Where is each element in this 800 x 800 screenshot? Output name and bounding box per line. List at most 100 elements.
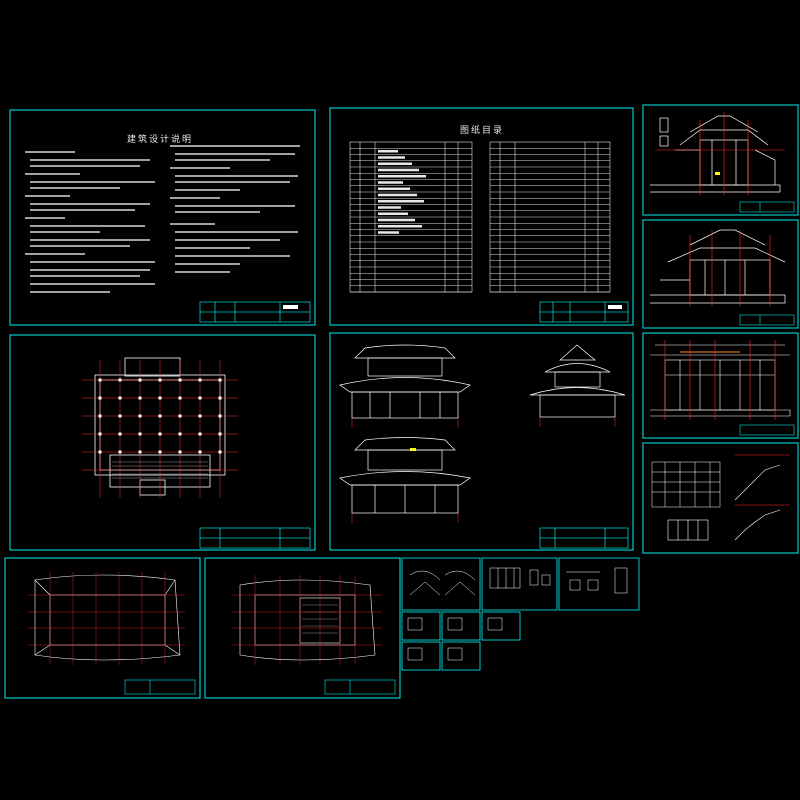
column	[138, 378, 142, 382]
roof-plan-grid	[28, 572, 185, 665]
column	[158, 450, 162, 454]
column	[178, 396, 182, 400]
column	[158, 378, 162, 382]
detail-sheet-f	[481, 611, 521, 641]
detail-sheet-e	[441, 611, 481, 641]
plan-hatch	[112, 461, 208, 479]
index-entry	[378, 231, 399, 234]
column	[198, 378, 202, 382]
column	[218, 432, 222, 436]
column	[98, 432, 102, 436]
index-entry	[378, 218, 415, 222]
index-table-right	[489, 141, 611, 293]
column	[178, 414, 182, 418]
sheet-section-1[interactable]	[642, 104, 799, 216]
roof-plan-drawing	[34, 574, 181, 661]
title-block	[739, 424, 795, 436]
index-entry	[378, 156, 405, 159]
index-entry	[378, 212, 408, 215]
column	[98, 414, 102, 418]
index-entries	[378, 150, 426, 234]
column	[198, 450, 202, 454]
sheet-elevations[interactable]	[329, 332, 634, 551]
title-block	[739, 314, 795, 326]
index-entry	[378, 187, 410, 190]
title-block	[739, 201, 795, 213]
elevation-axes	[351, 417, 616, 523]
sheet-longitudinal-section[interactable]	[642, 332, 799, 439]
column	[178, 450, 182, 454]
marker	[410, 448, 416, 451]
rear-elevation	[339, 437, 471, 514]
column	[118, 414, 122, 418]
column	[218, 396, 222, 400]
detail-sheet-d	[401, 611, 441, 641]
column	[118, 378, 122, 382]
sheet-upper-plan[interactable]	[204, 557, 401, 699]
column	[198, 414, 202, 418]
long-section-drawing	[650, 344, 791, 417]
index-entry	[378, 150, 398, 153]
section-2-drawing	[650, 229, 786, 304]
index-entry	[378, 168, 419, 172]
column	[118, 396, 122, 400]
column	[218, 414, 222, 418]
sheet-details[interactable]	[642, 442, 799, 554]
notes-text-column-left	[25, 151, 155, 293]
detail-sheet-b	[481, 557, 558, 611]
column	[198, 432, 202, 436]
small-detail-sheets[interactable]	[401, 557, 640, 671]
small-detail-contents	[407, 567, 628, 661]
detail-stair	[667, 464, 781, 541]
column	[138, 414, 142, 418]
sheet-drawing-index[interactable]: 图纸目录	[329, 107, 634, 326]
notes-text-column-right	[170, 145, 300, 273]
detail-sheet-g	[401, 641, 441, 671]
detail-sheet-c	[558, 557, 640, 611]
section-2-axis-lines	[689, 230, 771, 306]
title-block	[124, 679, 196, 695]
column	[98, 396, 102, 400]
title-block	[539, 301, 629, 323]
section-axis-lines	[655, 112, 785, 195]
upper-plan-grid	[232, 575, 382, 665]
front-elevation	[339, 344, 471, 419]
long-axis-lines	[664, 340, 776, 420]
column	[178, 432, 182, 436]
column	[158, 414, 162, 418]
detail-sheet-h	[441, 641, 481, 671]
design-notes-title: 建筑设计说明	[127, 133, 193, 145]
side-elevation	[529, 344, 626, 418]
index-entry	[378, 206, 401, 209]
index-entry	[378, 175, 426, 178]
column	[218, 378, 222, 382]
column	[98, 378, 102, 382]
sheet-design-notes[interactable]: 建筑设计说明	[9, 109, 316, 326]
column	[138, 432, 142, 436]
column	[178, 378, 182, 382]
detail-wall-pattern	[651, 461, 721, 508]
drawing-index-title: 图纸目录	[460, 124, 504, 136]
sheet-section-2[interactable]	[642, 219, 799, 329]
index-entry	[378, 181, 403, 184]
column	[158, 396, 162, 400]
column	[138, 396, 142, 400]
column	[118, 432, 122, 436]
marker	[715, 172, 720, 175]
sheet-floor-plan[interactable]	[9, 334, 316, 551]
sheet-roof-plan[interactable]	[4, 557, 201, 699]
column	[98, 450, 102, 454]
column	[138, 450, 142, 454]
detail-axis	[735, 454, 790, 506]
column	[198, 396, 202, 400]
index-entry	[378, 225, 422, 228]
detail-sheet-a	[401, 557, 481, 611]
title-block	[199, 527, 311, 549]
column	[158, 432, 162, 436]
upper-plan-drawing	[239, 579, 376, 661]
title-block	[199, 301, 311, 323]
title-block	[539, 527, 629, 549]
column	[118, 450, 122, 454]
title-block	[324, 679, 396, 695]
